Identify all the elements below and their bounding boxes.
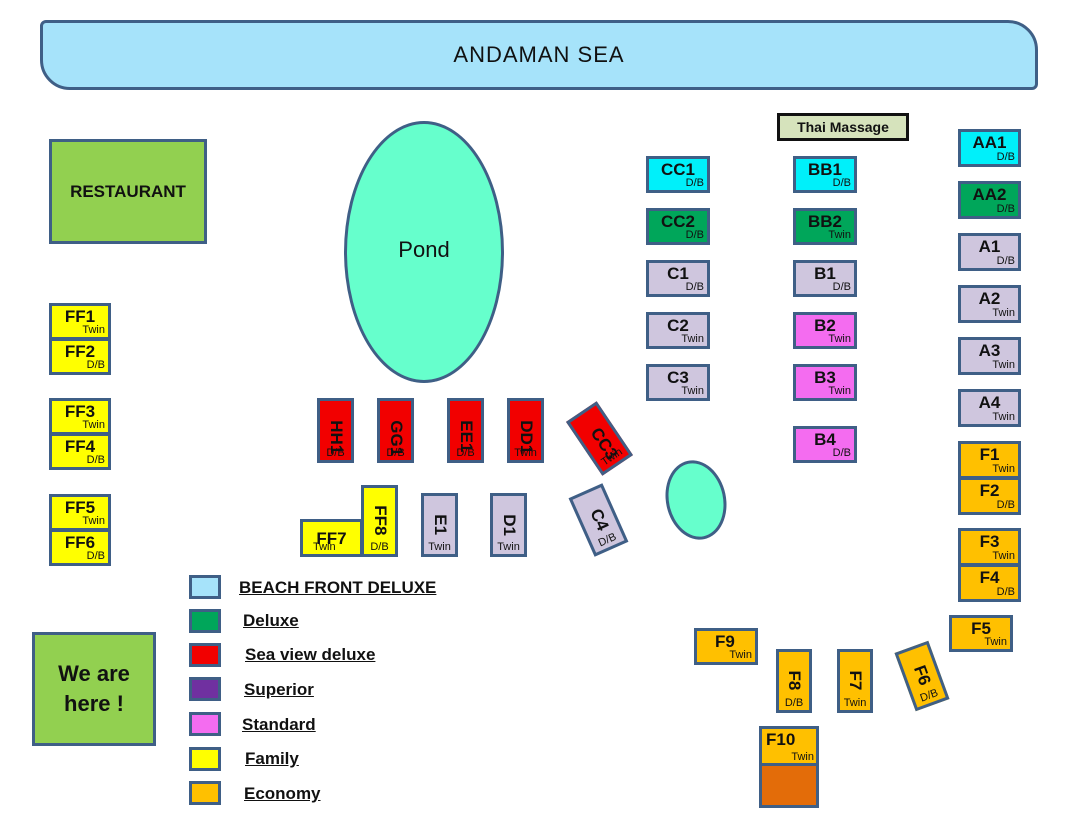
legend-label-beach-front-deluxe: BEACH FRONT DELUXE xyxy=(239,578,437,597)
thai-massage: Thai Massage xyxy=(777,113,909,141)
legend-label-sea-view-deluxe: Sea view deluxe xyxy=(245,645,376,664)
legend-swatch-family xyxy=(189,747,221,771)
we-are-here-label: We are here ! xyxy=(58,661,130,716)
we-are-here-marker: We are here ! xyxy=(32,632,156,746)
small-pond xyxy=(658,454,734,546)
legend-swatch-deluxe xyxy=(189,609,221,633)
legend-swatch-superior xyxy=(189,677,221,701)
legend-label-superior: Superior xyxy=(244,680,314,699)
legend-label-deluxe: Deluxe xyxy=(243,611,299,630)
restaurant: RESTAURANT xyxy=(49,139,207,244)
andaman-sea-banner: ANDAMAN SEA xyxy=(40,20,1038,90)
legend-label-family: Family xyxy=(245,749,299,768)
f10-annex xyxy=(762,763,816,805)
legend-swatch-economy xyxy=(189,781,221,805)
legend-swatch-sea-view-deluxe xyxy=(189,643,221,667)
legend-label-standard: Standard xyxy=(242,715,316,734)
legend-swatch-beach-front-deluxe xyxy=(189,575,221,599)
pond-label: Pond xyxy=(398,237,450,262)
restaurant-label: RESTAURANT xyxy=(70,181,186,201)
legend-label-economy: Economy xyxy=(244,784,321,803)
sea-label: ANDAMAN SEA xyxy=(453,42,625,67)
thai-massage-label: Thai Massage xyxy=(797,119,889,135)
pond xyxy=(344,121,504,383)
legend-swatch-standard xyxy=(189,712,221,736)
